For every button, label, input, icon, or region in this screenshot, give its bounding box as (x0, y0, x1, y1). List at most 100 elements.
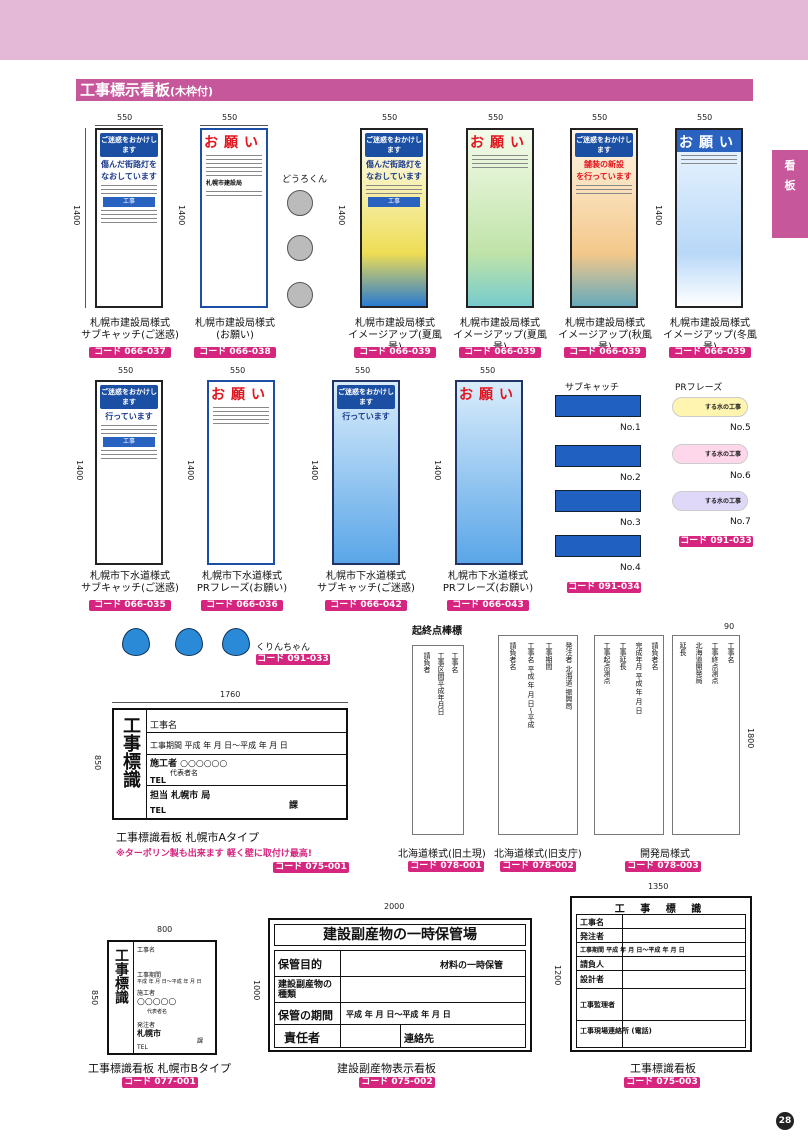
subcatch-title: サブキャッチ (565, 383, 620, 393)
page-number: 28 (776, 1112, 794, 1130)
subcatch-no1 (555, 395, 641, 417)
dim-width: 550 (118, 366, 134, 375)
standard-board-caption: 工事標識看板 (630, 1062, 696, 1075)
dim-height: 1400 (186, 460, 195, 481)
dim-width: 550 (355, 366, 371, 375)
dim-width: 550 (222, 113, 238, 122)
stake-caption: 北海道様式(旧土現) (398, 849, 486, 860)
subcatch-no2 (555, 445, 641, 467)
dim-height: 850 (90, 990, 99, 1006)
kurin-mascot (122, 628, 150, 656)
dim-width: 550 (480, 366, 496, 375)
dim-height: 1800 (746, 728, 755, 749)
product-code[interactable]: コード 066-035 (89, 600, 171, 611)
dim-height: 1400 (72, 205, 81, 226)
board-row: 工事期間 平成 年 月 日〜平成 年 月 日 (150, 741, 288, 750)
product-code[interactable]: コード 078-001 (408, 861, 484, 872)
prphrase-no6: する水の工事 (672, 444, 748, 464)
subcatch-label: No.4 (620, 563, 641, 573)
product-code[interactable]: コード 075-003 (624, 1077, 700, 1088)
section-title: 工事標示看板(木枠付) (76, 79, 753, 101)
product-code[interactable]: コード 066-036 (201, 600, 283, 611)
product-code[interactable]: コード 066-039 (354, 347, 436, 358)
board-row: 施工者 ○○○○○○ (150, 759, 228, 769)
sign-066-035: ご迷惑をおかけします 行っています 工事 (95, 380, 163, 565)
dim-width: 550 (697, 113, 713, 122)
dim-line (200, 125, 268, 126)
kurin-mascot (222, 628, 250, 656)
dim-height: 1400 (177, 205, 186, 226)
top-band (0, 0, 808, 60)
product-code[interactable]: コード 075-001 (273, 862, 349, 873)
product-code[interactable]: コード 075-002 (359, 1077, 435, 1088)
byproduct-board: 建設副産物の一時保管場 保管目的 材料の一時保管 建設副産物の種類 保管の期間 … (268, 918, 532, 1052)
board-row: TEL (150, 806, 167, 815)
board-a-note: ※ターポリン製も出来ます 軽く壁に取付け最高! (116, 849, 312, 859)
product-code[interactable]: コード 078-003 (625, 861, 701, 872)
dim-line (112, 702, 348, 703)
sign-066-039-autumn: ご迷惑をおかけします 舗装の新設 を行っています (570, 128, 638, 308)
product-code[interactable]: コード 066-039 (564, 347, 646, 358)
board-row: 代表者名 (170, 769, 198, 777)
product-code[interactable]: コード 066-038 (194, 347, 276, 358)
dim-width: 2000 (384, 902, 405, 911)
kurin-mascot (175, 628, 203, 656)
subcatch-label: No.1 (620, 423, 641, 433)
product-code[interactable]: コード 091-033 (679, 536, 753, 547)
dim-width: 1760 (220, 690, 241, 699)
prphrase-label: No.7 (730, 517, 751, 527)
side-tab[interactable]: 看板 (772, 150, 808, 238)
dim-height: 850 (93, 755, 102, 771)
dim-width: 550 (117, 113, 133, 122)
board-b-caption: 工事標識看板 札幌市Bタイプ (88, 1062, 232, 1075)
stake-078-002: 発注者 北海道 振興局 工事期間 工事名 平成 年 月 日〜平成 請負者名 (498, 635, 578, 835)
board-a: 工事標識 工事名 工事期間 平成 年 月 日〜平成 年 月 日 施工者 ○○○○… (112, 708, 348, 820)
caption: 札幌市下水道様式サブキャッチ(ご迷惑) (317, 571, 415, 594)
dim-height: 1400 (433, 460, 442, 481)
dim-width: 1350 (648, 882, 669, 891)
prphrase-no7: する水の工事 (672, 491, 748, 511)
stake-078-003a: 請負者名 完成年月 平成 年 月 日 工事延長 工事起点測点 (594, 635, 664, 835)
dim-width: 550 (230, 366, 246, 375)
product-code[interactable]: コード 066-039 (669, 347, 751, 358)
prphrase-title: PRフレーズ (675, 383, 723, 393)
product-code[interactable]: コード 091-034 (567, 582, 641, 593)
dim-height: 1400 (75, 460, 84, 481)
kurin-name: くりんちゃん (256, 643, 311, 653)
product-code[interactable]: コード 066-037 (89, 347, 171, 358)
subcatch-no3 (555, 490, 641, 512)
product-code[interactable]: コード 066-042 (325, 600, 407, 611)
stakes-title: 起終点棒標 (412, 626, 462, 637)
dim-width: 550 (488, 113, 504, 122)
dim-width: 800 (157, 925, 173, 934)
byproduct-caption: 建設副産物表示看板 (337, 1062, 436, 1075)
doro-kun-mascot (287, 190, 313, 216)
product-code[interactable]: コード 077-001 (122, 1077, 198, 1088)
doro-kun-mascot (287, 235, 313, 261)
stake-078-001: 工事名 工事区間平成年月日 請負者 (412, 645, 464, 835)
doro-kun-mascot (287, 282, 313, 308)
board-b: 工事標識 工事名 工事期間 平成 年 月 日〜平成 年 月 日 施工者 ○○○○… (107, 940, 217, 1055)
board-row: 課 (289, 801, 299, 811)
board-a-caption: 工事標識看板 札幌市Aタイプ (116, 831, 260, 844)
subcatch-no4 (555, 535, 641, 557)
product-code[interactable]: コード 078-002 (500, 861, 576, 872)
sign-066-036: お願い (207, 380, 275, 565)
dim-height: 1400 (337, 205, 346, 226)
dim-line (95, 125, 163, 126)
subcatch-label: No.3 (620, 518, 641, 528)
product-code[interactable]: コード 066-043 (447, 600, 529, 611)
standard-board: 工 事 標 識 工事名 発注者 工事期間 平成 年 月 日〜平成 年 月 日 請… (570, 896, 752, 1052)
stake-caption: 開発局様式 (640, 849, 690, 860)
product-code[interactable]: コード 091-033 (256, 654, 330, 665)
board-row: 担当 札幌市 局 (150, 791, 211, 801)
product-code[interactable]: コード 066-039 (459, 347, 541, 358)
standard-board-title: 工 事 標 識 (614, 904, 708, 915)
doro-kun-label: どうろくん (282, 175, 328, 185)
caption: 札幌市下水道様式サブキャッチ(ご迷惑) (81, 571, 179, 594)
board-a-title: 工事標識 (120, 716, 141, 788)
dim-height: 1400 (310, 460, 319, 481)
prphrase-no5: する水の工事 (672, 397, 748, 417)
dim-width: 90 (724, 622, 735, 631)
